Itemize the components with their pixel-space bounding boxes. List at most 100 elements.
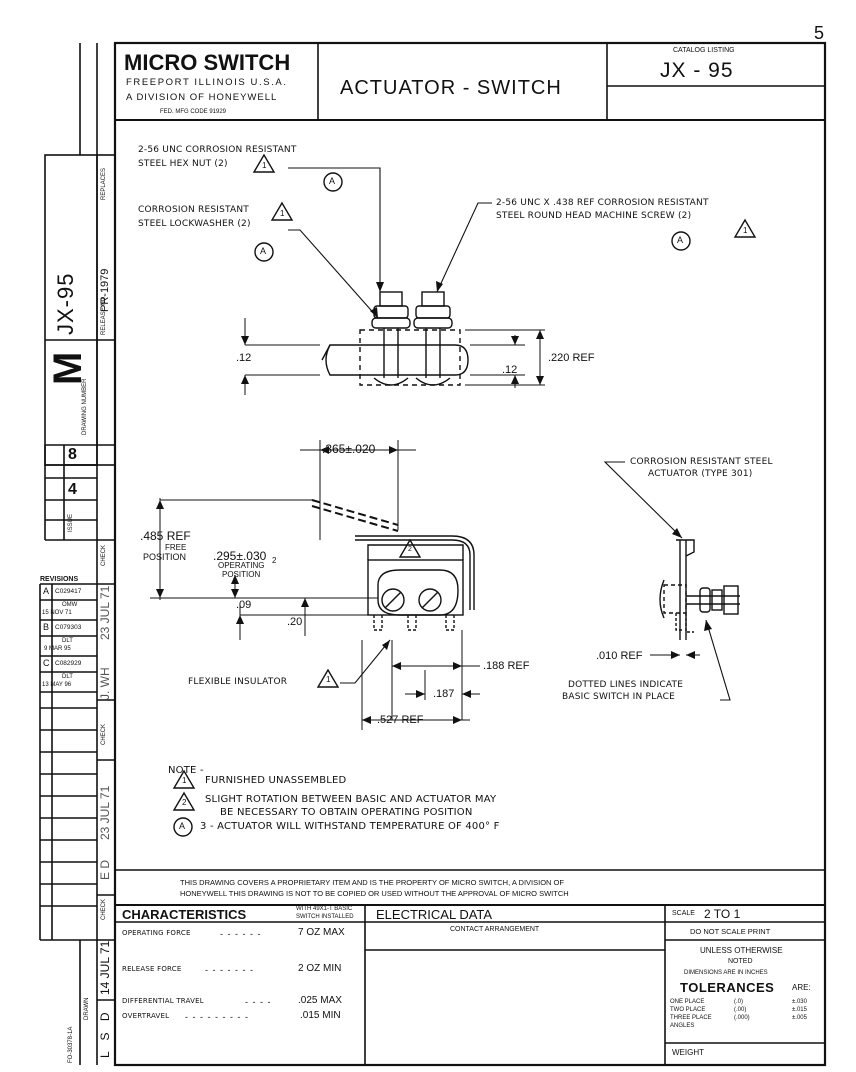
company-name: MICRO SWITCH <box>124 50 291 75</box>
signature-1: J. WH <box>98 667 112 700</box>
dim-20: .20 <box>287 616 303 628</box>
dotted-lines-note-2: BASIC SWITCH IN PLACE <box>562 692 676 702</box>
tol-row-value: ±.015 <box>792 1007 807 1013</box>
flag-2-operating: 2 <box>272 556 277 565</box>
characteristics-sub-2: SWITCH INSTALLED <box>296 914 354 920</box>
scale-label: SCALE <box>672 910 695 917</box>
issue-old: 4 <box>68 481 77 498</box>
dim-12-left: .12 <box>236 352 252 364</box>
tol-row-value: ±.030 <box>792 999 807 1005</box>
tolerances-title: TOLERANCES <box>680 980 775 995</box>
actuator-callout-1: CORROSION RESISTANT STEEL <box>630 457 773 467</box>
char-row-label: OVERTRAVEL <box>122 1012 170 1020</box>
signature-date-2: 23 JUL 71 <box>98 785 112 840</box>
rev-c-code: C082929 <box>55 660 82 667</box>
char-row-value: 7 OZ MAX <box>298 927 345 938</box>
free-label: FREE <box>165 543 187 552</box>
fed-code: FED. MFG CODE 91929 <box>160 109 227 115</box>
screw-callout-2: STEEL ROUND HEAD MACHINE SCREW (2) <box>496 211 692 221</box>
signature-date-1: 23 JUL 71 <box>98 585 112 640</box>
free-position-label: POSITION <box>143 552 187 562</box>
company-location: FREEPORT ILLINOIS U.S.A. <box>126 77 288 88</box>
flag-1-insulator: 1 <box>326 675 331 684</box>
tol-row-fmt: (.000) <box>734 1015 750 1021</box>
unless-otherwise: UNLESS OTHERWISE <box>700 946 783 955</box>
rev-a-by: OMW <box>62 602 78 608</box>
char-row-label: RELEASE FORCE <box>122 965 182 973</box>
dim-485-ref: .485 REF <box>140 529 191 543</box>
check-label-1: CHECK <box>101 544 107 566</box>
hex-nut-callout-1: 2-56 UNC CORROSION RESISTANT <box>138 145 297 155</box>
dim-187: .187 <box>433 688 455 700</box>
operating-label: OPERATING <box>218 561 265 570</box>
flag-1-screw: 1 <box>743 226 748 235</box>
note-2b: BE NECESSARY TO OBTAIN OPERATING POSITIO… <box>220 807 473 818</box>
characteristics-title: CHARACTERISTICS <box>122 907 247 922</box>
tol-row-fmt: (.00) <box>734 1007 747 1013</box>
rev-a-date: 15 NOV 71 <box>42 610 72 616</box>
tol-row-label: ANGLES <box>670 1023 695 1029</box>
drawn-date: 14 JUL 71 <box>98 940 112 995</box>
dim-527-ref: .527 REF <box>377 714 424 726</box>
char-row-label: OPERATING FORCE <box>122 929 191 937</box>
note-1: FURNISHED UNASSEMBLED <box>205 775 347 786</box>
proprietary-line-2: HONEYWELL THIS DRAWING IS NOT TO BE COPI… <box>180 889 569 898</box>
characteristics-sub-1: WITH 49X1-T BASIC <box>296 906 353 912</box>
company-division: A DIVISION OF HONEYWELL <box>126 92 278 103</box>
notes-heading: NOTE - <box>168 765 204 776</box>
actuator-callout-2: ACTUATOR (TYPE 301) <box>648 469 753 479</box>
note-3-circle-a: A <box>179 821 186 831</box>
issue-label: ISSUE <box>68 513 74 532</box>
char-row-value: .015 MIN <box>300 1010 341 1021</box>
contact-arrangement: CONTACT ARRANGEMENT <box>450 926 540 933</box>
flag-1-hexnut: 1 <box>262 161 267 170</box>
rev-c-letter: C <box>43 658 50 668</box>
tol-row-fmt: (.0) <box>734 999 743 1005</box>
lockwasher-callout-1: CORROSION RESISTANT <box>138 205 250 215</box>
dim-12-right: .12 <box>502 364 518 376</box>
tol-row-value: ±.005 <box>792 1015 807 1021</box>
flag-2-body: 2 <box>408 546 412 553</box>
dim-365: .365±.020 <box>322 442 376 456</box>
flag-1-lockwasher: 1 <box>280 209 285 218</box>
char-row-label: DIFFERENTIAL TRAVEL <box>122 997 204 1005</box>
note-2a: SLIGHT ROTATION BETWEEN BASIC AND ACTUAT… <box>205 794 497 805</box>
signature-2: E D <box>98 859 112 880</box>
tolerances-are: ARE: <box>792 983 811 992</box>
catalog-value: JX - 95 <box>660 59 734 82</box>
check-label-2: CHECK <box>101 723 107 745</box>
part-number-vertical: JX-95 <box>53 272 78 335</box>
electrical-title: ELECTRICAL DATA <box>376 907 493 922</box>
tol-row-label: ONE PLACE <box>670 999 705 1005</box>
operating-position-label: POSITION <box>222 570 261 579</box>
scale-value: 2 TO 1 <box>704 907 741 921</box>
note-3: 3 - ACTUATOR WILL WITHSTAND TEMPERATURE … <box>200 821 500 832</box>
weight-label: WEIGHT <box>672 1048 704 1057</box>
note-2-flag: 2 <box>182 798 187 807</box>
dim-188-ref: .188 REF <box>483 660 530 672</box>
do-not-scale: DO NOT SCALE PRINT <box>690 927 771 936</box>
rev-c-date: 13 MAY 96 <box>42 682 72 688</box>
screw-callout-1: 2-56 UNC X .438 REF CORROSION RESISTANT <box>496 198 709 208</box>
lockwasher-callout-2: STEEL LOCKWASHER (2) <box>138 219 251 229</box>
drawing-title: ACTUATOR - SWITCH <box>340 77 562 99</box>
dim-295: .295±.030 <box>213 549 267 563</box>
rev-a-letter: A <box>43 586 50 596</box>
char-row-value: 2 OZ MIN <box>298 963 342 974</box>
form-number: FO-30378-1A <box>68 1026 74 1063</box>
release-number: PR-1979 <box>99 268 111 312</box>
circle-a-lockwasher: A <box>260 246 267 256</box>
rev-c-by: DLT <box>62 674 73 680</box>
drawn-label: DRAWN <box>84 997 90 1020</box>
dimensions-in-inches: DIMENSIONS ARE IN INCHES <box>684 970 768 976</box>
rev-a-code: C029417 <box>55 588 82 595</box>
drawn-by: L S D <box>98 1008 112 1058</box>
tol-row-label: TWO PLACE <box>670 1007 706 1013</box>
dotted-lines-note-1: DOTTED LINES INDICATE <box>568 680 684 690</box>
catalog-label: CATALOG LISTING <box>673 47 735 54</box>
noted: NOTED <box>728 958 753 965</box>
flexible-insulator-callout: FLEXIBLE INSULATOR <box>188 677 288 687</box>
rev-b-code: C079303 <box>55 624 82 631</box>
rev-b-by: DLT <box>62 638 73 644</box>
rev-b-letter: B <box>43 622 50 632</box>
